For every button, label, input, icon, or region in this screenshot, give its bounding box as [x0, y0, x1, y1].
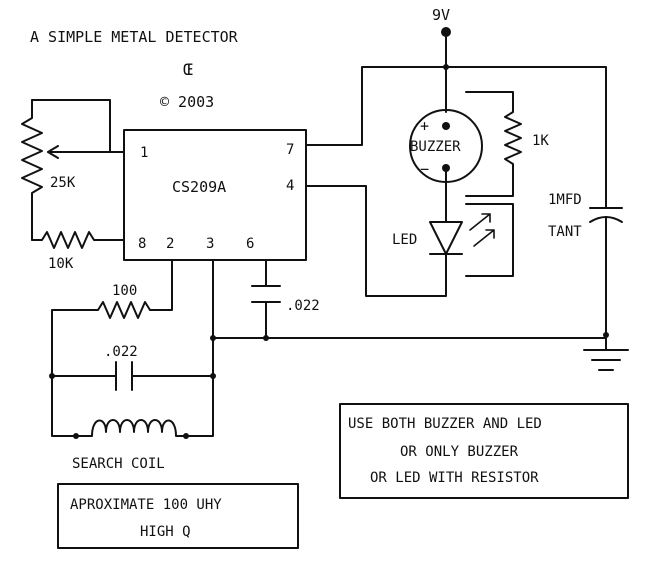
r10k-label: 10K — [48, 256, 74, 272]
author-mark: Œ — [183, 60, 193, 79]
pin6-cap-label: .022 — [286, 298, 320, 314]
output-note-line: OR LED WITH RESISTOR — [370, 470, 539, 486]
junction-dot — [210, 373, 216, 379]
resistor-10k — [31, 231, 125, 249]
pin-1-label: 1 — [140, 145, 148, 161]
junction-dot — [210, 335, 216, 341]
pin-7-label: 7 — [286, 142, 294, 158]
coil-note-box — [57, 483, 299, 549]
coil-end-dot — [73, 433, 79, 439]
output-note-line: USE BOTH BUZZER AND LED — [348, 416, 542, 432]
pot-top-wire — [31, 99, 111, 153]
r100-label: 100 — [112, 283, 137, 299]
led-diode-symbol — [429, 221, 463, 255]
led-label: LED — [392, 232, 417, 248]
pin-4-label: 4 — [286, 178, 294, 194]
copyright-text: © 2003 — [160, 93, 214, 111]
tant-cap-type: TANT — [548, 224, 582, 240]
pot-label: 25K — [50, 175, 76, 191]
pin-8-label: 8 — [138, 236, 146, 252]
r1k-label: 1K — [532, 133, 549, 149]
junction-dot — [49, 373, 55, 379]
search-coil — [69, 419, 191, 437]
coil-note-line: APROXIMATE 100 UHY — [70, 497, 222, 513]
ground-symbol — [583, 334, 629, 371]
pin3-wire — [189, 259, 214, 437]
junction-dot — [263, 335, 269, 341]
coil-label: SEARCH COIL — [72, 456, 165, 472]
output-note-box — [339, 403, 629, 499]
resistor-100 — [51, 301, 151, 437]
coil-cap-label: .022 — [104, 344, 138, 360]
ic-label: CS209A — [172, 178, 226, 196]
buzzer-plus-label: + — [420, 117, 429, 135]
buzzer-minus-label: − — [420, 160, 429, 178]
tant-cap-value: 1MFD — [548, 192, 582, 208]
ic-body — [123, 129, 307, 261]
led-light-arrow — [469, 213, 491, 231]
diagram-title: A SIMPLE METAL DETECTOR — [30, 28, 239, 46]
resistor-1k — [465, 91, 522, 197]
potentiometer-25k — [21, 99, 43, 206]
pin7-wire — [305, 66, 447, 146]
buzzer-label: BUZZER — [410, 139, 461, 155]
capacitor-022-pin6 — [251, 285, 281, 303]
pin-3-label: 3 — [206, 236, 214, 252]
capacitor-022-coil — [115, 361, 133, 391]
pin2-wire — [149, 259, 173, 311]
pin-2-label: 2 — [166, 236, 174, 252]
coil-end-dot — [183, 433, 189, 439]
output-note-line: OR ONLY BUZZER — [400, 444, 519, 460]
led-light-arrow — [473, 229, 495, 247]
supply-label: 9V — [432, 6, 450, 24]
pot-wiper-arrow — [47, 145, 59, 159]
pin-6-label: 6 — [246, 236, 254, 252]
coil-note-line: HIGH Q — [140, 524, 191, 540]
top-rail — [445, 66, 607, 209]
pin4-wire — [305, 185, 447, 297]
led-bracket — [465, 203, 514, 277]
buzzer-plus-terminal — [442, 122, 450, 130]
